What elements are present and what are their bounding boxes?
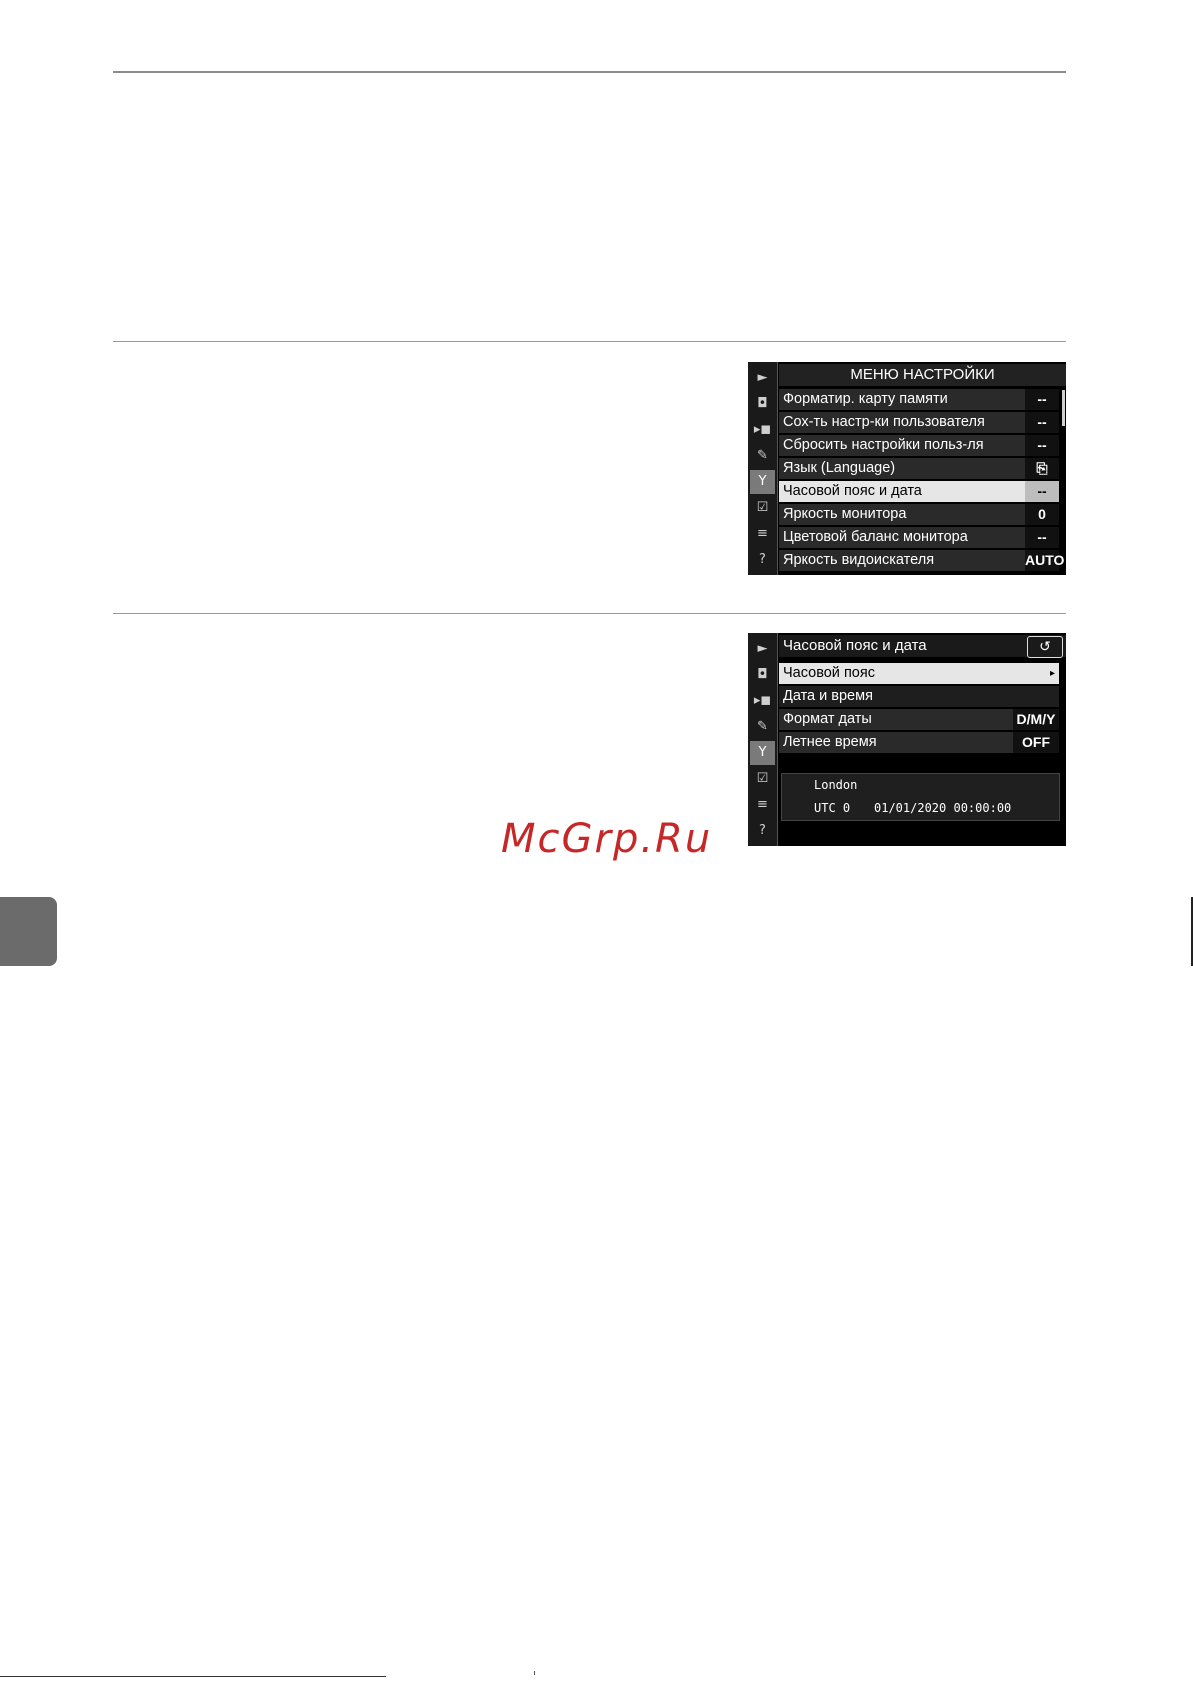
menu-item-label: Язык (Language)	[783, 460, 896, 476]
menu-item-value: --	[1025, 527, 1059, 548]
utc-offset: UTC 0	[814, 801, 851, 815]
movie-shooting-tab-icon[interactable]: ▸◼	[753, 422, 772, 437]
menu-item[interactable]: Летнее время OFF	[779, 732, 1059, 753]
chevron-right-icon: ▸	[1049, 668, 1055, 679]
section-divider	[113, 341, 1066, 342]
menu-item-selected[interactable]: Часовой пояс ▸	[779, 663, 1059, 684]
menu-item[interactable]: Язык (Language) ⎘	[779, 458, 1059, 479]
footer-tick	[534, 1671, 535, 1675]
menu-item-label: Часовой пояс и дата	[783, 483, 922, 499]
menu-item-value: OFF	[1013, 732, 1059, 753]
my-menu-tab-icon[interactable]: ≡	[757, 526, 768, 541]
menu-item-label: Сох-ть настр-ки пользователя	[783, 414, 985, 430]
menu-item[interactable]: Дата и время	[779, 686, 1059, 707]
menu-list: Часовой пояс и дата ↺ Часовой пояс ▸ Дат…	[779, 633, 1066, 846]
footer-rule	[0, 1676, 386, 1677]
menu-title: Часовой пояс и дата	[779, 635, 1066, 657]
menu-item-value: --	[1025, 412, 1059, 433]
menu-item-value: --	[1025, 481, 1059, 502]
menu-item-label: Формат даты	[783, 711, 872, 727]
playback-tab-icon[interactable]: ►	[757, 641, 768, 656]
menu-item-label: Яркость монитора	[783, 506, 907, 522]
photo-shooting-tab-icon[interactable]: ◘	[757, 396, 768, 411]
menu-item-value: AUTO	[1025, 550, 1064, 571]
my-menu-tab-icon[interactable]: ≡	[757, 797, 768, 812]
menu-item[interactable]: Яркость видоискателя AUTO	[779, 550, 1064, 571]
menu-title: МЕНЮ НАСТРОЙКИ	[779, 364, 1066, 386]
menu-item[interactable]: Форматир. карту памяти --	[779, 389, 1059, 410]
setup-tab-icon[interactable]: Y	[750, 741, 775, 765]
custom-settings-tab-icon[interactable]: ✎	[757, 719, 768, 734]
help-icon[interactable]: ?	[759, 552, 766, 567]
top-rule	[113, 71, 1066, 73]
menu-item-label: Яркость видоискателя	[783, 552, 935, 568]
menu-item-value: D/M/Y	[1013, 709, 1059, 730]
scrollbar[interactable]	[1062, 390, 1065, 426]
watermark: McGrp.Ru	[501, 816, 713, 862]
menu-item[interactable]: Яркость монитора 0	[779, 504, 1059, 525]
section-divider	[113, 613, 1066, 614]
retouch-tab-icon[interactable]: ☑	[756, 771, 769, 786]
city-name: London	[814, 778, 858, 792]
menu-item-label: Дата и время	[783, 688, 873, 704]
menu-item-label: Цветовой баланс монитора	[783, 529, 968, 545]
menu-item-label: Форматир. карту памяти	[783, 391, 948, 407]
help-icon[interactable]: ?	[759, 823, 766, 838]
language-icon: ⎘	[1025, 458, 1059, 479]
menu-list: МЕНЮ НАСТРОЙКИ Форматир. карту памяти --…	[779, 362, 1066, 575]
time-zone-info-panel: London UTC 0 01/01/2020 00:00:00	[781, 773, 1060, 821]
retouch-tab-icon[interactable]: ☑	[756, 500, 769, 515]
menu-item[interactable]: Сбросить настройки польз-ля --	[779, 435, 1059, 456]
menu-item-label: Сбросить настройки польз-ля	[783, 437, 984, 453]
date-time-readout: 01/01/2020 00:00:00	[874, 801, 1012, 815]
menu-item[interactable]: Формат даты D/M/Y	[779, 709, 1059, 730]
menu-item-value: --	[1025, 435, 1059, 456]
setup-menu-screen: ► ◘ ▸◼ ✎ Y ☑ ≡ ? МЕНЮ НАСТРОЙКИ Форматир…	[748, 362, 1066, 575]
menu-item[interactable]: Цветовой баланс монитора --	[779, 527, 1059, 548]
back-icon[interactable]: ↺	[1027, 636, 1063, 658]
edge-mark	[1191, 897, 1193, 966]
photo-shooting-tab-icon[interactable]: ◘	[757, 667, 768, 682]
playback-tab-icon[interactable]: ►	[757, 370, 768, 385]
menu-item[interactable]: Сох-ть настр-ки пользователя --	[779, 412, 1059, 433]
menu-item-label: Летнее время	[783, 734, 877, 750]
menu-tab-column: ► ◘ ▸◼ ✎ Y ☑ ≡ ?	[748, 633, 778, 846]
chapter-tab	[0, 897, 57, 966]
menu-item-value: 0	[1025, 504, 1059, 525]
time-zone-date-screen: ► ◘ ▸◼ ✎ Y ☑ ≡ ? Часовой пояс и дата ↺ Ч…	[748, 633, 1066, 846]
menu-item-value: --	[1025, 389, 1059, 410]
menu-item-label: Часовой пояс	[783, 665, 875, 681]
movie-shooting-tab-icon[interactable]: ▸◼	[753, 693, 772, 708]
setup-tab-icon[interactable]: Y	[750, 470, 775, 494]
menu-tab-column: ► ◘ ▸◼ ✎ Y ☑ ≡ ?	[748, 362, 778, 575]
menu-item-selected[interactable]: Часовой пояс и дата --	[779, 481, 1059, 502]
custom-settings-tab-icon[interactable]: ✎	[757, 448, 768, 463]
